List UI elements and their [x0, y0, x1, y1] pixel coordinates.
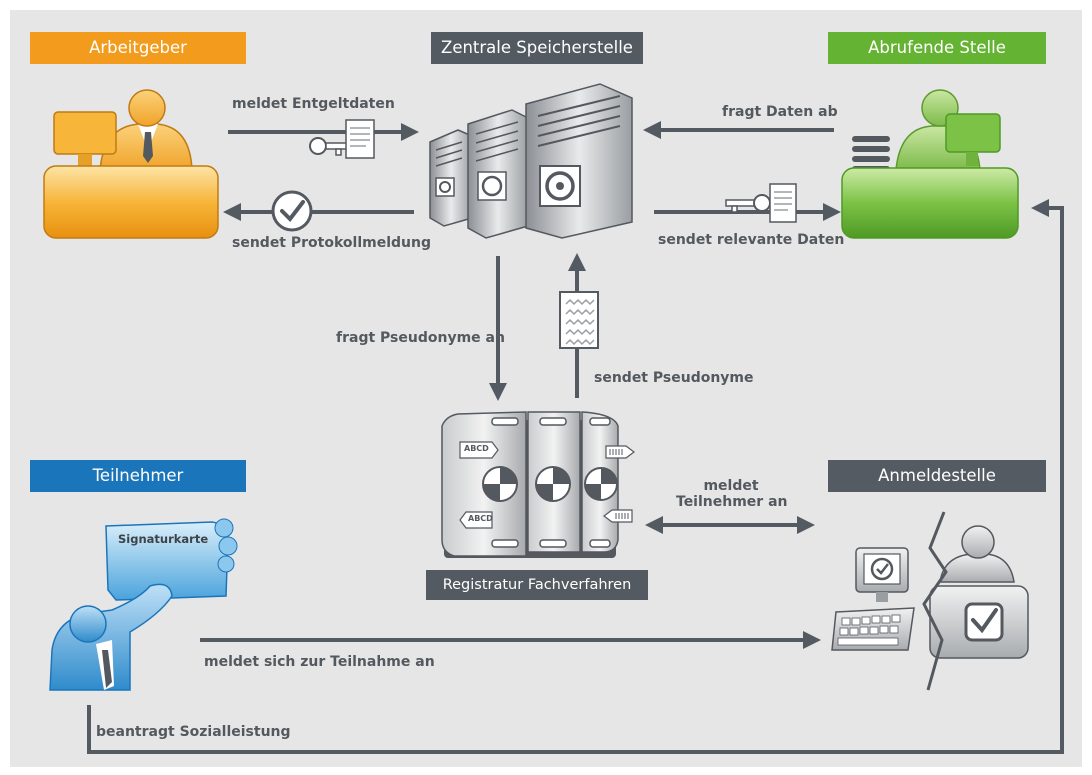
person-icon	[49, 583, 173, 691]
teilnehmer-header-label: Teilnehmer	[92, 466, 184, 485]
monitor-icon	[855, 547, 909, 602]
abrufende-desk	[841, 167, 1019, 239]
registratur-racks	[441, 411, 635, 558]
abrufende-header-label: Abrufende Stelle	[868, 38, 1006, 57]
label-sendet-relevante-daten: sendet relevante Daten	[658, 232, 845, 248]
abrufende-header: Abrufende Stelle	[828, 32, 1046, 64]
flow-arrows	[87, 121, 1064, 754]
monitor-icon	[945, 113, 1001, 166]
document-icon	[769, 183, 797, 223]
label-fragt-pseudonyme: fragt Pseudonyme an	[336, 330, 505, 346]
label-sendet-pseudonyme: sendet Pseudonyme	[594, 370, 754, 386]
arbeitgeber-illustration	[43, 89, 219, 239]
anmeldestelle-header-label: Anmeldestelle	[878, 466, 996, 485]
signature-card-icon	[105, 518, 238, 601]
server-icon	[429, 83, 633, 239]
checkmark-icon	[964, 602, 1004, 642]
anmeldestelle-illustration	[831, 511, 1029, 691]
crack-line	[922, 511, 948, 691]
label-meldet-entgeltdaten: meldet Entgeltdaten	[232, 96, 395, 112]
teilnehmer-illustration	[49, 518, 238, 691]
registratur-header: Registratur Fachverfahren	[426, 570, 648, 600]
safe-icon	[435, 165, 581, 207]
abcd-tag-icon	[459, 441, 499, 529]
document-icon	[345, 119, 375, 159]
label-meldet-2: Teilnehmer an	[676, 494, 788, 510]
anmeldestelle-header: Anmeldestelle	[828, 460, 1046, 492]
signaturkarte-label: Signaturkarte	[118, 532, 209, 546]
key-icon	[725, 194, 771, 213]
key-icon	[309, 137, 349, 156]
barcode-tag-icon	[603, 445, 635, 523]
pseudonym-document-icon	[559, 291, 599, 349]
keyboard-icon	[831, 607, 915, 651]
label-meldet-teilnahme: meldet sich zur Teilnahme an	[204, 654, 435, 670]
arrow-beantragt-sozialleistung	[87, 199, 1064, 754]
document-stack-icon	[852, 136, 890, 172]
arbeitgeber-header-label: Arbeitgeber	[89, 38, 187, 57]
person-icon	[939, 525, 1015, 583]
label-fragt-daten-ab: fragt Daten ab	[722, 104, 838, 120]
teilnehmer-header: Teilnehmer	[30, 460, 246, 492]
checkmark-icon	[271, 190, 313, 232]
label-beantragt-sozialleistung: beantragt Sozialleistung	[96, 724, 291, 740]
abcd-tag-top: ABCD	[464, 444, 489, 453]
zentrale-header-label: Zentrale Speicherstelle	[441, 38, 633, 57]
label-sendet-protokollmeldung: sendet Protokollmeldung	[232, 235, 431, 251]
registratur-header-label: Registratur Fachverfahren	[442, 577, 632, 593]
abcd-tag-bottom: ABCD	[468, 514, 493, 523]
arbeitgeber-desk	[43, 165, 219, 239]
disc-icon	[482, 466, 618, 502]
arbeitgeber-header: Arbeitgeber	[30, 32, 246, 64]
abrufende-illustration	[841, 89, 1019, 239]
zentrale-header: Zentrale Speicherstelle	[431, 32, 643, 64]
label-meldet-1: meldet	[703, 478, 759, 494]
